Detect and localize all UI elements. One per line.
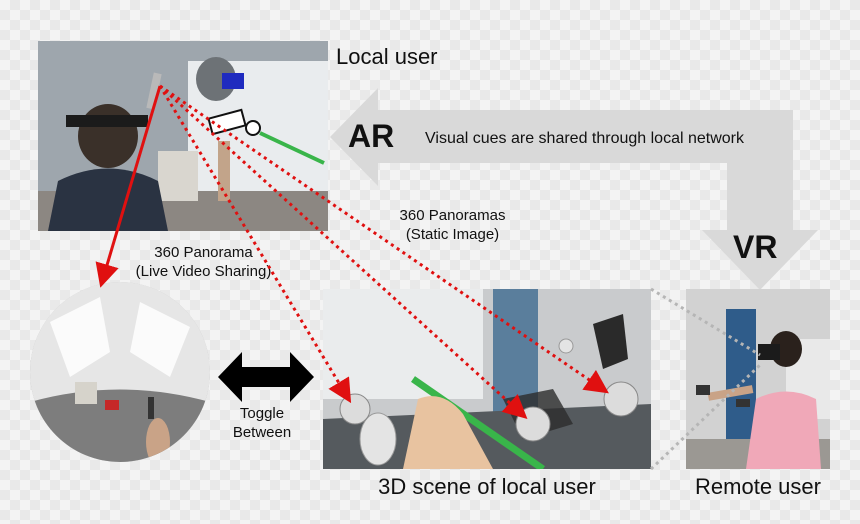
network-arrow-shape [330,88,818,290]
frustum-line-bottom [649,363,762,471]
local-user-illustration [38,41,328,231]
remote-user-illustration [686,289,830,469]
panorama-live-label-line1: 360 Panorama [154,244,253,261]
network-caption: Visual cues are shared through local net… [425,130,744,147]
static-pano-arrow-3 [159,84,609,394]
panorama-illustration [30,282,210,462]
live-video-arrow [95,85,162,288]
static-pano-arrow-1 [158,85,352,404]
vr-title: VR [733,229,778,265]
toggle-double-arrow [218,352,314,402]
toggle-label-line1: Toggle [239,405,285,422]
panorama-static-label-line2: (Static Image) [405,226,500,243]
panorama-static-label-line1: 360 Panoramas [399,207,506,224]
ar-title: AR [348,118,395,154]
local-user-title: Local user [336,44,438,69]
remote-user-photo [686,289,830,469]
toggle-label-line2: Between [232,424,292,441]
scene-3d-caption: 3D scene of local user [378,474,596,499]
panorama-live-label-line2: (Live Video Sharing) [135,263,272,280]
remote-user-caption: Remote user [695,474,821,499]
frustum-line-top [650,287,761,357]
panorama-fisheye-photo [30,282,210,462]
static-pano-arrow-2 [158,84,528,420]
local-user-photo [38,41,328,231]
